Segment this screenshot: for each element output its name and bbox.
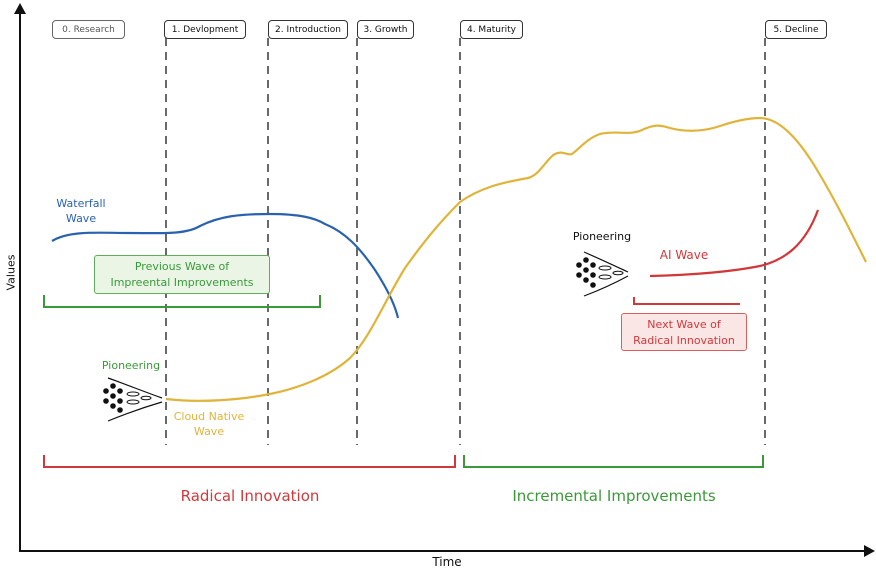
pioneering-label-right: Pioneering <box>572 230 632 243</box>
next-wave-note-line1: Next Wave of <box>647 318 721 331</box>
cloud-native-wave-curve <box>165 116 867 402</box>
pioneering-funnel-icon <box>576 251 629 297</box>
incremental-improvements-label: Incremental Improvements <box>512 487 716 505</box>
pioneering-funnel-icon <box>103 377 163 422</box>
cloud-native-wave-label-line1: Cloud Native <box>173 410 245 423</box>
phase-decline-box: 5. Decline <box>765 20 827 39</box>
phase-development-box: 1. Devlopment <box>164 20 246 39</box>
ai-wave-label: AI Wave <box>659 248 709 262</box>
x-axis-label: Time <box>432 555 462 569</box>
radical-innovation-label: Radical Innovation <box>180 487 320 505</box>
waterfall-wave-label: Waterfall Wave <box>46 196 116 226</box>
phase-maturity-box: 4. Maturity <box>460 20 523 39</box>
previous-wave-note-line2: Impreental Improvements <box>110 276 254 289</box>
waterfall-wave-label-line2: Wave <box>65 212 97 225</box>
cloud-native-wave-label-line2: Wave <box>193 425 225 438</box>
y-axis-label: Values <box>4 254 18 291</box>
waterfall-wave-curve <box>51 212 400 319</box>
incremental-improvements-bracket <box>463 455 764 468</box>
y-axis-arrow <box>14 3 26 14</box>
phase-growth-box: 3. Growth <box>357 20 414 39</box>
pioneering-label-left: Pioneering <box>101 359 161 372</box>
previous-wave-bracket <box>43 295 321 308</box>
next-wave-note: Next Wave of Radical Innovation <box>621 313 747 351</box>
waterfall-wave-label-line1: Waterfall <box>56 197 106 210</box>
phase-research-box: 0. Research <box>52 20 125 39</box>
previous-wave-note-line1: Previous Wave of <box>134 260 230 273</box>
radical-innovation-bracket <box>43 455 456 468</box>
cloud-native-wave-label: Cloud Native Wave <box>166 409 252 439</box>
next-wave-note-line2: Radical Innovation <box>633 334 735 347</box>
ai-wave-curve <box>649 209 820 278</box>
x-axis-arrow <box>864 545 875 557</box>
next-wave-bracket <box>633 297 740 305</box>
previous-wave-note: Previous Wave of Impreental Improvements <box>94 255 270 294</box>
phase-introduction-box: 2. Introduction <box>268 20 348 39</box>
